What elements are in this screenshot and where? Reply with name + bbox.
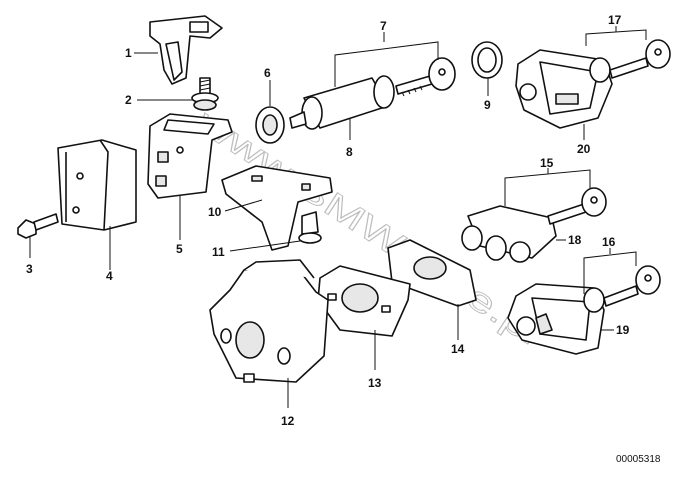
part-5-latch-housing bbox=[147, 113, 233, 199]
callout-3: 3 bbox=[26, 262, 33, 276]
part-4-mounting-bracket bbox=[57, 139, 137, 231]
callout-18: 18 bbox=[568, 233, 582, 247]
callout-13: 13 bbox=[368, 376, 382, 390]
leader-lines bbox=[29, 26, 647, 408]
callout-15: 15 bbox=[540, 156, 554, 170]
part-6-lock-nut bbox=[255, 106, 285, 144]
callout-12: 12 bbox=[281, 414, 295, 428]
part-10-plate-bracket bbox=[221, 165, 333, 251]
callout-7: 7 bbox=[380, 19, 387, 33]
part-18-lock-assembly bbox=[461, 187, 607, 263]
part-19-lock-housing bbox=[507, 265, 661, 355]
callout-11: 11 bbox=[212, 245, 225, 259]
callout-10: 10 bbox=[208, 205, 222, 219]
callout-1: 1 bbox=[125, 46, 132, 60]
callout-6: 6 bbox=[264, 66, 271, 80]
callout-5: 5 bbox=[176, 242, 183, 256]
part-9-seal-ring bbox=[471, 41, 503, 79]
part-2-bolt bbox=[191, 77, 219, 111]
part-11-bolt bbox=[298, 211, 322, 244]
callout-17: 17 bbox=[608, 13, 622, 27]
part-3-screw bbox=[17, 213, 59, 239]
callout-4: 4 bbox=[106, 269, 113, 283]
part-13-mounting-plate bbox=[317, 265, 411, 337]
callout-8: 8 bbox=[346, 145, 353, 159]
part-14-gasket bbox=[387, 239, 477, 307]
diagram-reference-number: 00005318 bbox=[616, 454, 661, 465]
callout-9: 9 bbox=[484, 98, 491, 112]
callout-19: 19 bbox=[616, 323, 630, 337]
part-12-lock-base bbox=[209, 259, 329, 383]
callout-labels: 1 2 3 4 5 6 7 8 9 10 11 12 13 14 15 16 1… bbox=[26, 13, 630, 428]
callout-14: 14 bbox=[451, 342, 465, 356]
part-20-lock-housing bbox=[515, 39, 671, 129]
callout-20: 20 bbox=[577, 142, 591, 156]
part-1-latch-clip bbox=[149, 15, 223, 85]
callout-16: 16 bbox=[602, 235, 616, 249]
part-8-lock-cylinder bbox=[289, 57, 456, 130]
callout-2: 2 bbox=[125, 93, 132, 107]
